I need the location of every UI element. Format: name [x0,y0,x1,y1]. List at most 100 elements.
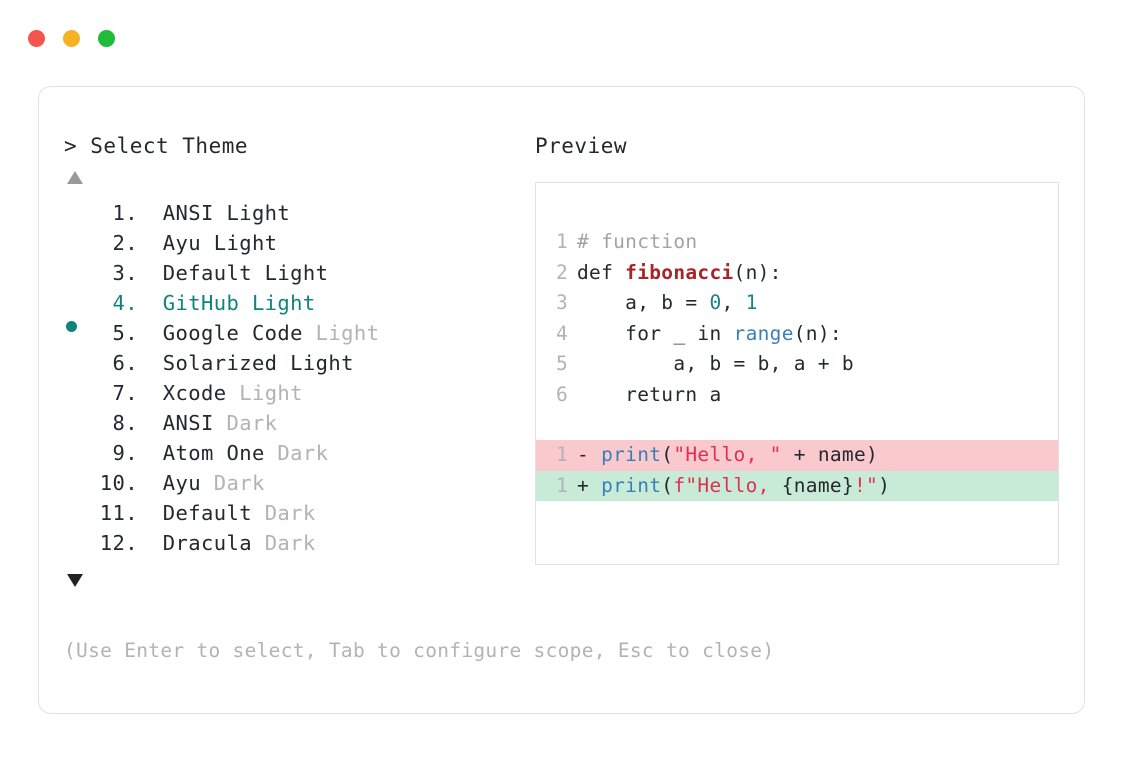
code-line-number: 6 [555,382,568,406]
theme-item-index: 4. [112,291,138,315]
theme-item-spacer [138,468,163,498]
theme-list-item[interactable]: 5. Google Code Light [64,318,534,348]
theme-list-item[interactable]: 8. ANSI Dark [64,408,534,438]
code-token: + name) [781,443,879,466]
theme-item-index: 10. [99,471,138,495]
code-token: ( [661,473,674,497]
code-line-number: 2 [555,260,568,284]
code-token: (n): [733,260,782,284]
code-token: , [721,291,746,314]
theme-list-item[interactable]: 11. Default Dark [64,498,534,528]
code-token: a, b = [577,291,710,314]
theme-item-index: 11. [99,501,138,525]
theme-item-spacer [138,408,163,438]
code-token: fibonacci [625,260,734,284]
code-token: for _ in [577,321,734,345]
code-line-text: - print("Hello, " + name) [577,440,884,471]
theme-item-index: 2. [112,231,138,255]
theme-item-index: 3. [112,261,138,285]
code-token: ( [661,443,674,466]
theme-list-item[interactable]: 1. ANSI Light [64,198,534,228]
code-token: {name} [781,473,854,497]
code-line-number: 5 [555,352,568,375]
theme-list-item[interactable]: 4. GitHub Light [64,288,534,332]
code-token: a, b = b, a + b [577,352,854,375]
code-diff-line: 1 + print(f"Hello, {name}!") [536,470,1058,502]
code-token: 0 [709,291,722,314]
theme-item-spacer [138,288,163,318]
code-token: 1 [745,291,758,314]
theme-list-item[interactable]: 10. Ayu Dark [64,468,534,498]
code-line: 2 def fibonacci(n): [536,258,1058,289]
code-line-text: + print(f"Hello, {name}!") [577,471,896,502]
theme-list-item[interactable]: 12. Dracula Dark [64,528,534,558]
code-token: (n): [793,321,842,345]
theme-item-index: 5. [112,321,138,345]
theme-item-spacer [138,378,163,408]
code-line-text: a, b = b, a + b [577,349,854,380]
code-token: ) [878,473,891,497]
maximize-window-button[interactable] [98,30,115,47]
theme-item-name: Xcode [162,381,227,405]
theme-item-spacer [138,348,163,378]
code-line-number: 1 [555,473,568,497]
triangle-down-icon[interactable] [67,574,83,587]
theme-item-spacer [138,528,163,558]
code-token: # function [577,230,698,253]
theme-item-index: 1. [112,201,138,225]
theme-list-item[interactable]: 6. Solarized Light [64,348,534,378]
theme-item-variant: Light [226,381,303,405]
theme-item-name: Solarized Light [162,351,354,375]
theme-list-item[interactable]: 3. Default Light [64,258,534,288]
close-window-button[interactable] [28,30,45,47]
diff-sign: - [577,443,602,466]
code-line-text: return a [577,380,721,411]
minimize-window-button[interactable] [63,30,80,47]
code-preview-content: 1 # function 2 def fibonacci(n):3 a, b = 0,… [536,227,1058,501]
code-line: 4 for _ in range(n): [536,319,1058,350]
keyboard-hint: (Use Enter to select, Tab to configure s… [64,639,775,662]
code-line-number: 4 [555,321,568,345]
code-line-text: a, b = 0, 1 [577,288,758,319]
theme-item-variant: Dark [200,471,265,495]
theme-item-variant: Light [302,321,380,345]
theme-item-variant: Dark [251,531,316,555]
theme-item-index: 9. [112,441,138,465]
theme-item-spacer [138,258,163,288]
code-line: 5 a, b = b, a + b [536,349,1058,380]
code-line-number: 1 [555,230,568,253]
code-preview-box: 1 # function 2 def fibonacci(n):3 a, b = 0,… [535,182,1059,565]
theme-item-index: 8. [112,411,138,435]
theme-list-item[interactable]: 9. Atom One Dark [64,438,534,468]
theme-item-variant: Dark [213,411,278,435]
theme-list-item[interactable]: 2. Ayu Light [64,228,534,258]
theme-item-name: ANSI Light [162,201,291,225]
code-token: !" [853,473,879,497]
code-token: "Hello, " [673,443,782,466]
code-line: 1 # function [536,227,1058,258]
code-line: 3 a, b = 0, 1 [536,288,1058,319]
theme-list-item[interactable]: 7. Xcode Light [64,378,534,408]
triangle-up-icon[interactable] [67,171,83,184]
window-titlebar [28,30,115,47]
code-token: return a [577,382,722,406]
theme-item-index: 7. [112,381,138,405]
theme-item-spacer [138,498,163,528]
code-line: 6 return a [536,380,1058,411]
theme-item-variant: Dark [264,441,329,465]
theme-item-spacer [138,438,163,468]
code-diff-line: 1- print("Hello, " + name) [536,440,1058,471]
code-line-text: def fibonacci(n): [577,258,782,289]
theme-item-name: Atom One [162,441,265,465]
theme-item-spacer [138,318,163,348]
select-theme-prompt: > Select Theme [64,134,249,158]
theme-item-index: 6. [112,351,138,375]
theme-item-variant: Dark [251,501,316,525]
code-line-text: for _ in range(n): [577,319,842,350]
code-token: print [601,473,662,497]
diff-block: 1- print("Hello, " + name)1 + print(f"Hel… [536,440,1058,501]
